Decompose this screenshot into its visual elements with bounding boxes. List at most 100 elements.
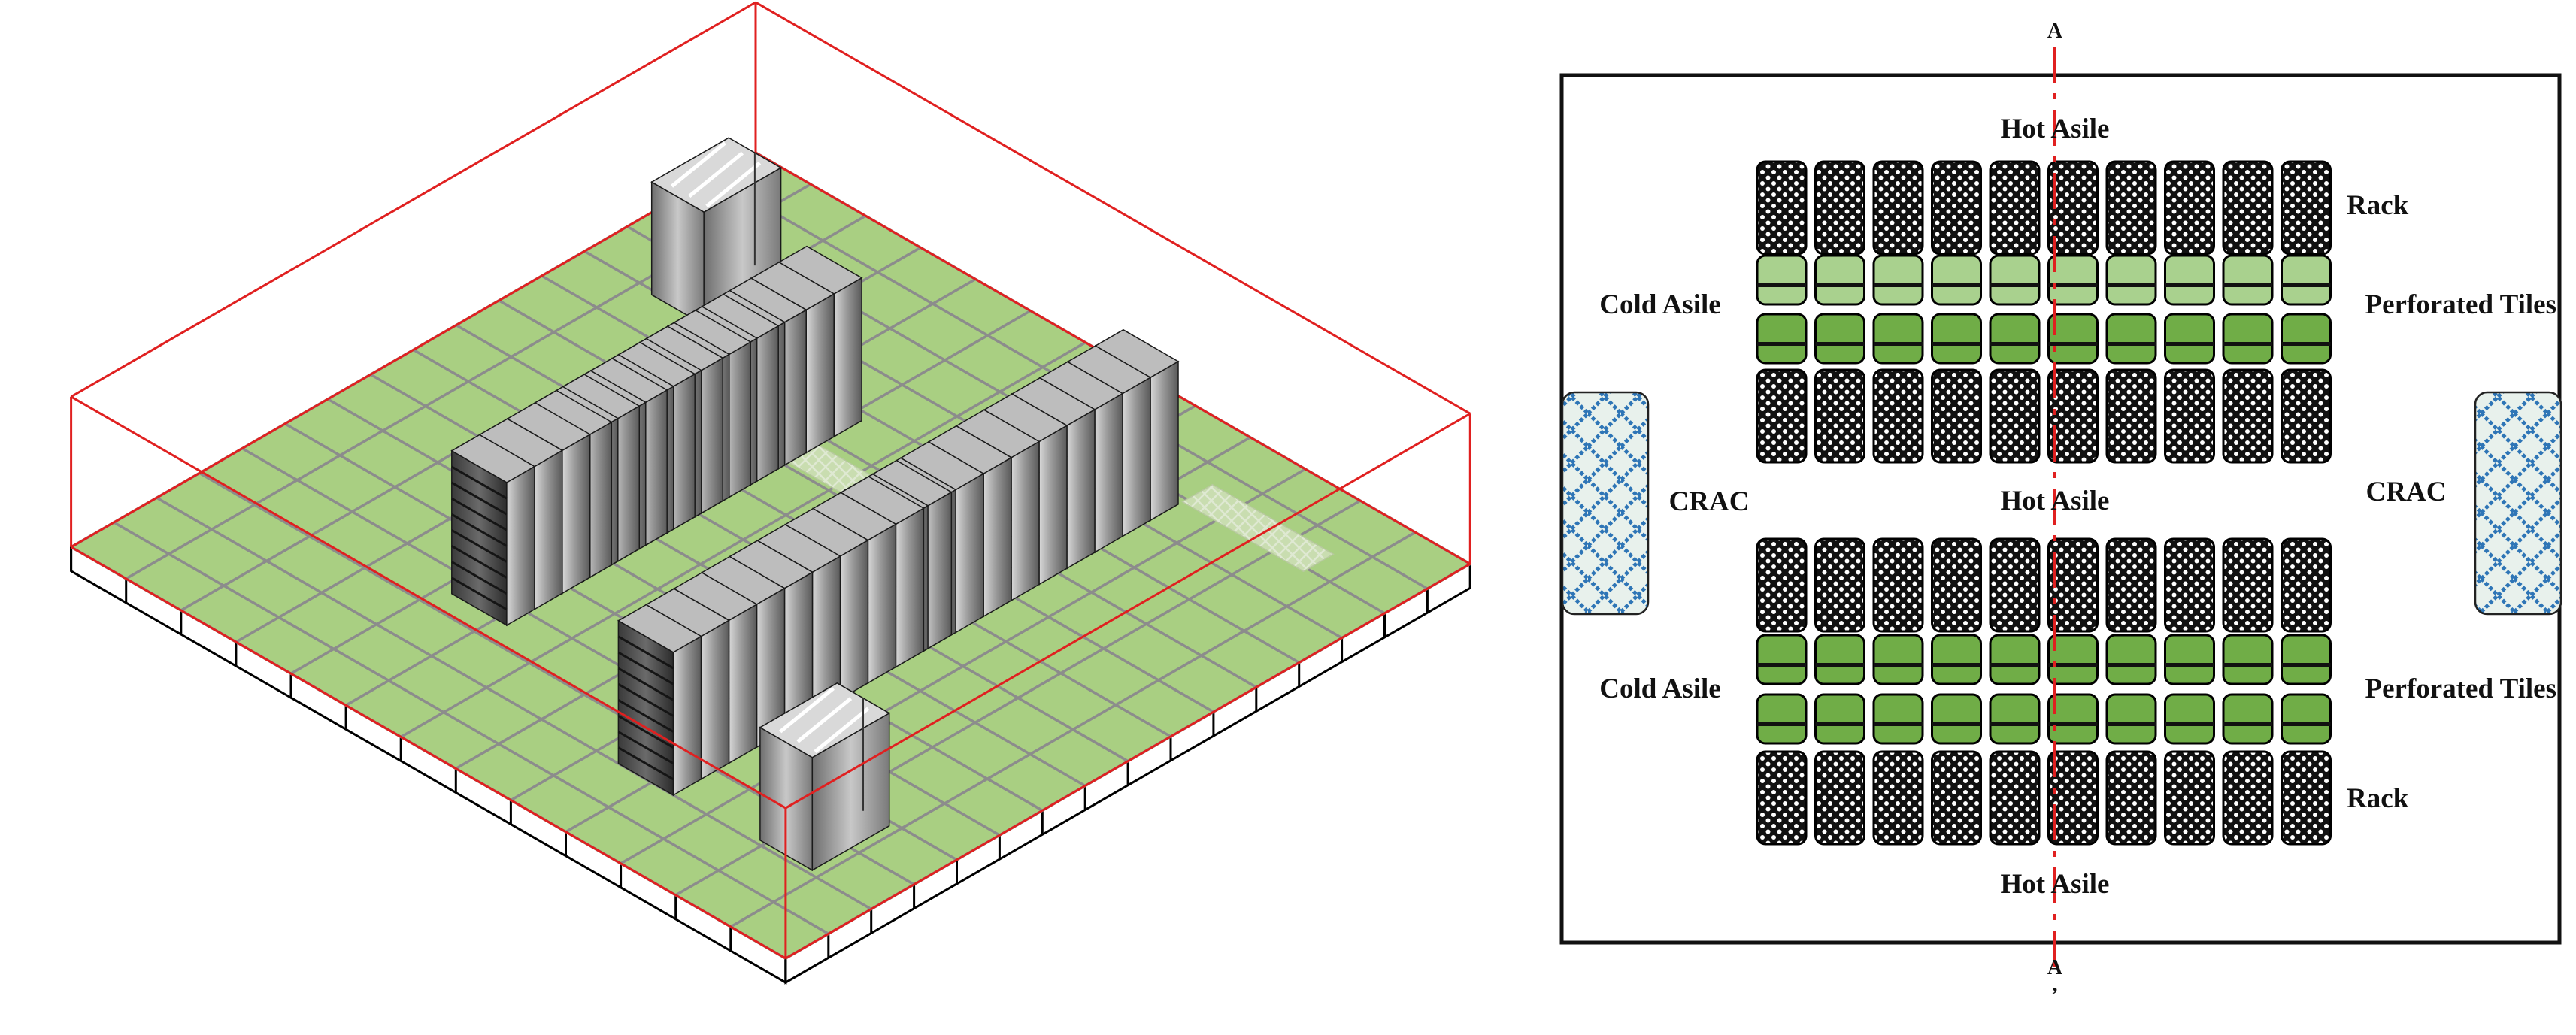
crac-vent: [670, 141, 726, 188]
room-edge: [70, 1, 756, 398]
section-marker-bottom-prime: ,: [2053, 973, 2058, 996]
plan-rack: [2047, 537, 2099, 633]
cabinet-face: [700, 619, 730, 780]
plan-perforated-tile: [1814, 254, 1865, 306]
plan-rack: [1756, 537, 1808, 633]
plan-rack: [1756, 368, 1808, 464]
iso-equipment: [450, 137, 1180, 872]
rack-slot: [617, 715, 674, 749]
plan-perforated-tile: [1814, 693, 1865, 745]
plan-rack: [2281, 160, 2332, 256]
cabinet-face: [562, 433, 591, 595]
cabinet-face: [805, 292, 835, 454]
room-edge: [70, 151, 756, 549]
plan-perforated-tile: [1756, 313, 1808, 365]
plan-perforated-tile: [2164, 634, 2215, 685]
plan-rack: [1756, 160, 1808, 256]
room-edge: [70, 395, 786, 810]
cabinet-face: [506, 465, 535, 627]
label-hot-aisle-bottom: Hot Asile: [2001, 869, 2110, 900]
label-crac-right: CRAC: [2366, 477, 2447, 507]
plan-perforated-tile: [2047, 693, 2099, 745]
room-outline-back: [70, 1, 1471, 565]
label-cold-aisle-lower: Cold Asile: [1599, 673, 1720, 704]
rack-slot: [451, 529, 508, 563]
plan-perforated-tile: [1931, 693, 1982, 745]
cabinet-face: [728, 603, 758, 764]
plan-perforated-tile: [2047, 254, 2099, 306]
plan-perforated-tile: [1931, 634, 1982, 685]
plan-perforated-tile: [2105, 693, 2157, 745]
plan-rack: [1931, 537, 1982, 633]
rack-slot: [451, 497, 508, 531]
plan-perforated-tile: [1989, 693, 2041, 745]
rack-slot: [617, 682, 674, 717]
plan-rack: [1814, 537, 1865, 633]
plan-rack: [1756, 750, 1808, 846]
plan-rack: [2222, 750, 2274, 846]
plan-rack: [2105, 750, 2157, 846]
cabinet-face: [1094, 392, 1123, 554]
plan-perforated-tile: [2222, 313, 2274, 365]
plan-perforated-tile: [2222, 254, 2274, 306]
plan-rack: [1872, 368, 1924, 464]
crac-right: [2474, 391, 2562, 616]
plan-rack: [1872, 750, 1924, 846]
plan-perforated-tile: [1872, 254, 1924, 306]
rack-slot: [451, 545, 508, 579]
plan-perforated-tile: [2281, 634, 2332, 685]
plan-perforated-tile: [2164, 313, 2215, 365]
cabinet-face: [672, 635, 702, 797]
plan-rack: [1872, 160, 1924, 256]
cabinet-face: [983, 456, 1012, 618]
label-crac-left: CRAC: [1669, 486, 1750, 517]
section-marker-top: A: [2047, 20, 2063, 43]
iso-server-rack: [617, 604, 703, 797]
plan-rack: [2047, 160, 2099, 256]
cabinet-top: [617, 604, 703, 653]
plan-perforated-tile: [1814, 313, 1865, 365]
rack-slot: [451, 513, 508, 547]
cabinet-face: [1122, 376, 1151, 537]
cabinet-face: [1038, 424, 1068, 586]
rack-slot: [451, 561, 508, 595]
plan-rack: [2222, 368, 2274, 464]
rack-slot: [451, 577, 508, 611]
plan-perforated-tile: [1989, 254, 2041, 306]
plan-rack: [2047, 368, 2099, 464]
label-perforated-tiles-upper: Perforated Tiles: [2365, 289, 2556, 320]
plan-perforated-tile: [2047, 634, 2099, 685]
plan-perforated-tile: [2222, 634, 2274, 685]
plan-rack: [1989, 537, 2041, 633]
grid-line: [620, 468, 1306, 865]
plan-rack: [1814, 160, 1865, 256]
plan-perforated-tile: [2164, 693, 2215, 745]
plan-rack: [2281, 368, 2332, 464]
plan-rack: [1989, 368, 2041, 464]
rack-slot: [617, 651, 674, 685]
cabinet-face: [534, 449, 563, 610]
rack-slot: [451, 465, 508, 500]
plan-rack: [1989, 160, 2041, 256]
plan-perforated-tile: [2281, 693, 2332, 745]
cabinet-face: [1011, 440, 1040, 602]
cabinet-face: [955, 472, 984, 634]
plan-rack: [2281, 750, 2332, 846]
crac-vent: [779, 686, 835, 734]
plan-rack: [2164, 750, 2215, 846]
cabinet-face: [1066, 408, 1096, 570]
plan-perforated-tile: [1989, 634, 2041, 685]
room-edge: [785, 413, 1471, 810]
rack-slot: [617, 699, 674, 733]
isometric-view: [70, 1, 1471, 985]
plan-rack: [1931, 160, 1982, 256]
plan-perforated-tile: [1989, 313, 2041, 365]
plan-rack: [1814, 368, 1865, 464]
plan-rack: [2164, 368, 2215, 464]
plan-perforated-tile: [2222, 693, 2274, 745]
rack-slot: [451, 481, 508, 516]
plan-perforated-tile: [2047, 313, 2099, 365]
plan-rack: [1931, 368, 1982, 464]
rack-slot: [617, 731, 674, 765]
plan-perforated-tile: [1756, 254, 1808, 306]
